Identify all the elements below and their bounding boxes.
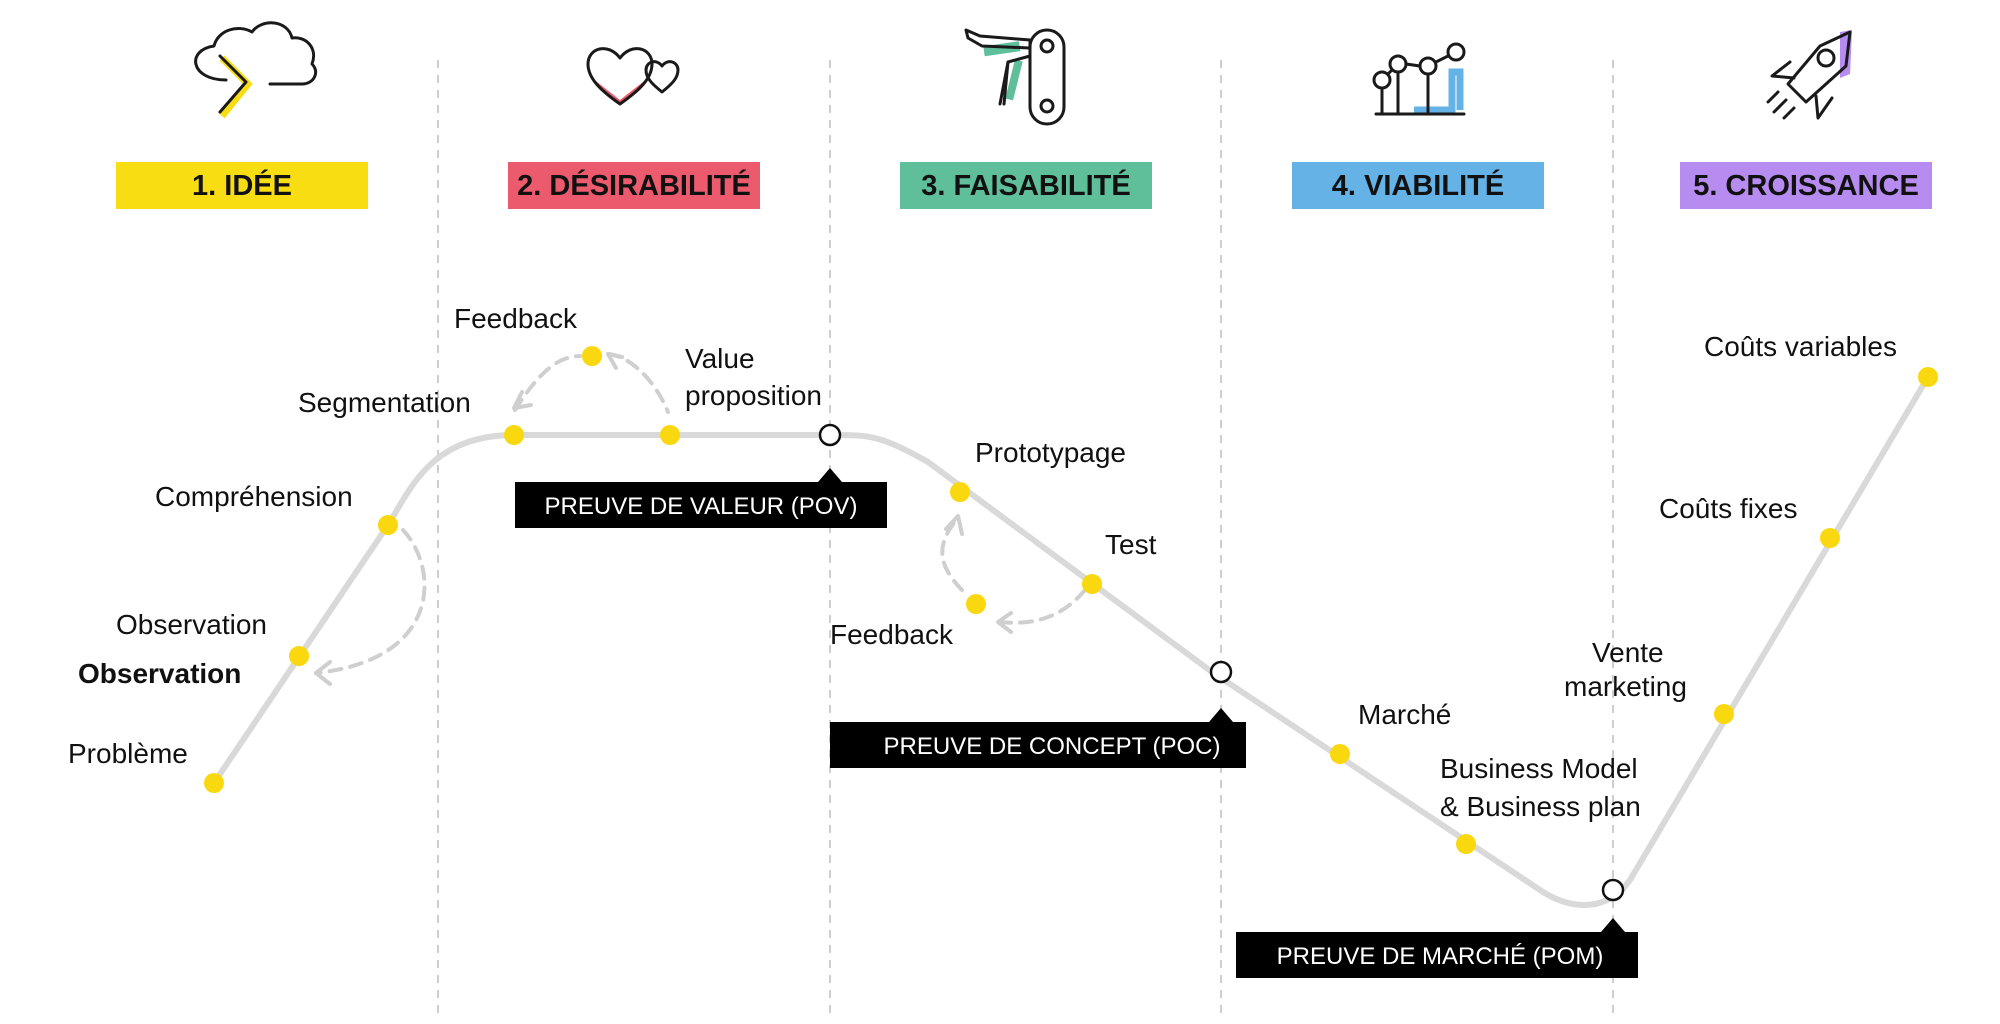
loop-comprehension	[314, 528, 427, 675]
milestone-pov	[818, 423, 842, 447]
label-couts-variables: Coûts variables	[1704, 331, 1897, 362]
hearts-icon	[586, 47, 680, 106]
proof-pom-label: PREUVE DE MARCHÉ (POM)	[1277, 943, 1604, 970]
dot-vente-marketing	[1714, 704, 1734, 724]
dot-observation	[289, 646, 309, 666]
milestones	[818, 423, 1625, 902]
label-value: Value	[685, 343, 755, 374]
dot-prototypage	[950, 482, 970, 502]
dot-marche	[1330, 744, 1350, 764]
proof-poc-notch	[1209, 708, 1233, 722]
journey-curve	[211, 374, 1931, 908]
dot-comprehension	[378, 515, 398, 535]
cloud-arrow-icon	[194, 21, 318, 119]
label-couts-fixes: Coûts fixes	[1659, 493, 1798, 524]
phase-label-croissance: 5. CROISSANCE	[1693, 170, 1919, 202]
phase-labels: 1. IDÉE 2. DÉSIRABILITÉ 3. FAISABILITÉ 4…	[116, 162, 1932, 209]
phase-bar-croissance	[1680, 162, 1932, 209]
swiss-knife-icon	[964, 28, 1066, 126]
loop-desirabilite-arrowhead	[512, 390, 533, 410]
phase-bar-faisabilite	[900, 162, 1152, 209]
label-vente: Vente	[1592, 637, 1664, 668]
milestone-poc	[1209, 660, 1233, 684]
phase-dividers	[437, 60, 1614, 1020]
label-feedback-2: Feedback	[830, 619, 954, 650]
heart-fill	[592, 78, 648, 104]
step-dots	[204, 346, 1938, 854]
label-marketing: marketing	[1564, 671, 1687, 702]
proof-poc-box	[830, 722, 1246, 768]
dot-segmentation	[504, 425, 524, 445]
graph-blue-bars	[1414, 68, 1464, 114]
phase-label-desirabilite: 2. DÉSIRABILITÉ	[517, 168, 751, 202]
dot-test	[1082, 574, 1102, 594]
dot-business-model	[1456, 834, 1476, 854]
phase-label-viabilite: 4. VIABILITÉ	[1332, 168, 1504, 202]
proof-pom-notch	[1601, 918, 1625, 932]
loop-desirabilite-arrowhead-2	[606, 352, 624, 370]
dot-couts-variables	[1918, 367, 1938, 387]
knife-green-blade-2	[1005, 59, 1023, 101]
label-segmentation: Segmentation	[298, 387, 471, 418]
label-comprehension: Compréhension	[155, 481, 353, 512]
dot-couts-fixes	[1820, 528, 1840, 548]
dot-probleme	[204, 773, 224, 793]
label-business-model: Business Model	[1440, 753, 1638, 784]
phase-bar-idee	[116, 162, 368, 209]
label-proposition: proposition	[685, 380, 822, 411]
label-observation-bold: Observation	[78, 658, 241, 689]
label-feedback-1: Feedback	[454, 303, 578, 334]
dot-value-proposition	[660, 425, 680, 445]
label-marche: Marché	[1358, 699, 1451, 730]
phase-bar-viabilite	[1292, 162, 1544, 209]
proof-poc-label: PREUVE DE CONCEPT (POC)	[884, 733, 1221, 760]
proof-pom-box	[1236, 932, 1638, 978]
proof-pom: PREUVE DE MARCHÉ (POM)	[1236, 918, 1638, 978]
label-business-plan: & Business plan	[1440, 791, 1641, 822]
label-test: Test	[1105, 529, 1157, 560]
growth-graph-icon	[1372, 42, 1466, 116]
proof-pov-notch	[818, 468, 842, 482]
proof-pov: PREUVE DE VALEUR (POV)	[515, 468, 887, 528]
phase-label-idee: 1. IDÉE	[192, 168, 292, 202]
milestone-pom	[1601, 878, 1625, 902]
phase-label-faisabilite: 3. FAISABILITÉ	[921, 168, 1130, 202]
proof-poc: PREUVE DE CONCEPT (POC)	[830, 708, 1246, 768]
loop-faisabilite-arrowhead-2	[944, 514, 964, 536]
loop-faisabilite	[940, 516, 1087, 625]
label-probleme: Problème	[68, 738, 188, 769]
rocket-icon	[1766, 30, 1852, 120]
label-observation: Observation	[116, 609, 267, 640]
dot-feedback-2	[966, 594, 986, 614]
dot-feedback-1	[582, 346, 602, 366]
proof-pov-label: PREUVE DE VALEUR (POV)	[545, 493, 858, 520]
step-labels: Problème Observation Observation Compréh…	[68, 303, 1897, 822]
loop-comprehension-arrowhead	[314, 660, 332, 686]
loop-faisabilite-arrowhead	[996, 611, 1013, 634]
phase-bar-desirabilite	[508, 162, 760, 209]
proof-pov-box	[515, 482, 887, 528]
label-prototypage: Prototypage	[975, 437, 1126, 468]
